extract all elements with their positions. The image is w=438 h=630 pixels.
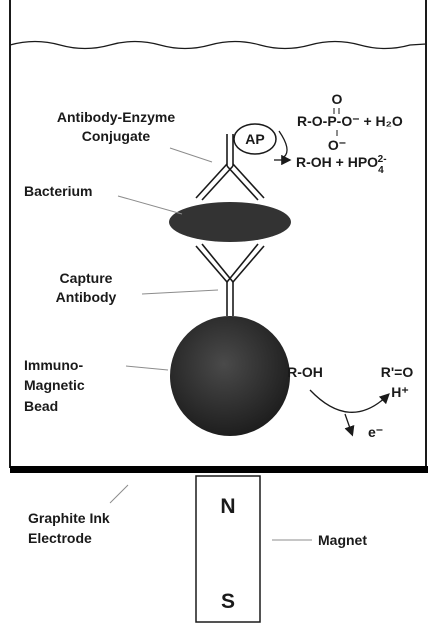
label-magnetic: Magnetic <box>24 377 85 393</box>
magnet-north-pole: N <box>220 495 235 518</box>
electrochem-product: R'=O <box>381 364 414 380</box>
label-immuno: Immuno- <box>24 357 83 373</box>
electron-arrow <box>344 413 355 437</box>
reaction-arrow <box>278 130 288 161</box>
reaction-products: R-OH + HPO42- <box>296 154 387 176</box>
immunomagnetic-bead <box>170 316 290 436</box>
reaction-substrate: R-O-P-O⁻ + H₂O <box>297 113 403 129</box>
capture-antibody <box>195 243 265 316</box>
bacterium-cell <box>169 202 291 242</box>
label-antibody-enzyme: Antibody-Enzyme <box>57 109 175 125</box>
magnet-block <box>195 475 261 623</box>
label-bacterium: Bacterium <box>24 183 92 199</box>
electrochem-reactant: R-OH <box>287 364 323 380</box>
label-electrode: Electrode <box>28 530 92 546</box>
label-capture: Capture <box>60 270 113 286</box>
ap-enzyme-label: AP <box>245 131 264 147</box>
antibody-enzyme-conjugate <box>195 134 265 201</box>
liquid-surface <box>9 40 427 50</box>
phosphate-oxygen-bottom: O⁻ <box>328 137 346 153</box>
label-bead: Bead <box>24 398 58 414</box>
magnet-south-pole: S <box>221 590 235 613</box>
reaction-products-superscript: 2- <box>378 154 387 165</box>
electron-label: e⁻ <box>368 424 383 440</box>
label-conjugate: Conjugate <box>82 128 151 144</box>
oxidation-arrow <box>309 389 390 413</box>
label-graphite-ink: Graphite Ink <box>28 510 110 526</box>
phosphate-oxygen-top: O <box>332 91 343 107</box>
reaction-products-main: R-OH + HPO <box>296 154 378 170</box>
label-magnet: Magnet <box>318 532 367 548</box>
leader-lines <box>109 147 312 541</box>
electrochem-proton: H⁺ <box>391 384 409 400</box>
graphite-ink-electrode-layer <box>10 466 428 473</box>
label-antibody: Antibody <box>56 289 117 305</box>
reaction-products-subscript: 4 <box>378 165 384 176</box>
ap-enzyme-ellipse <box>233 123 277 155</box>
